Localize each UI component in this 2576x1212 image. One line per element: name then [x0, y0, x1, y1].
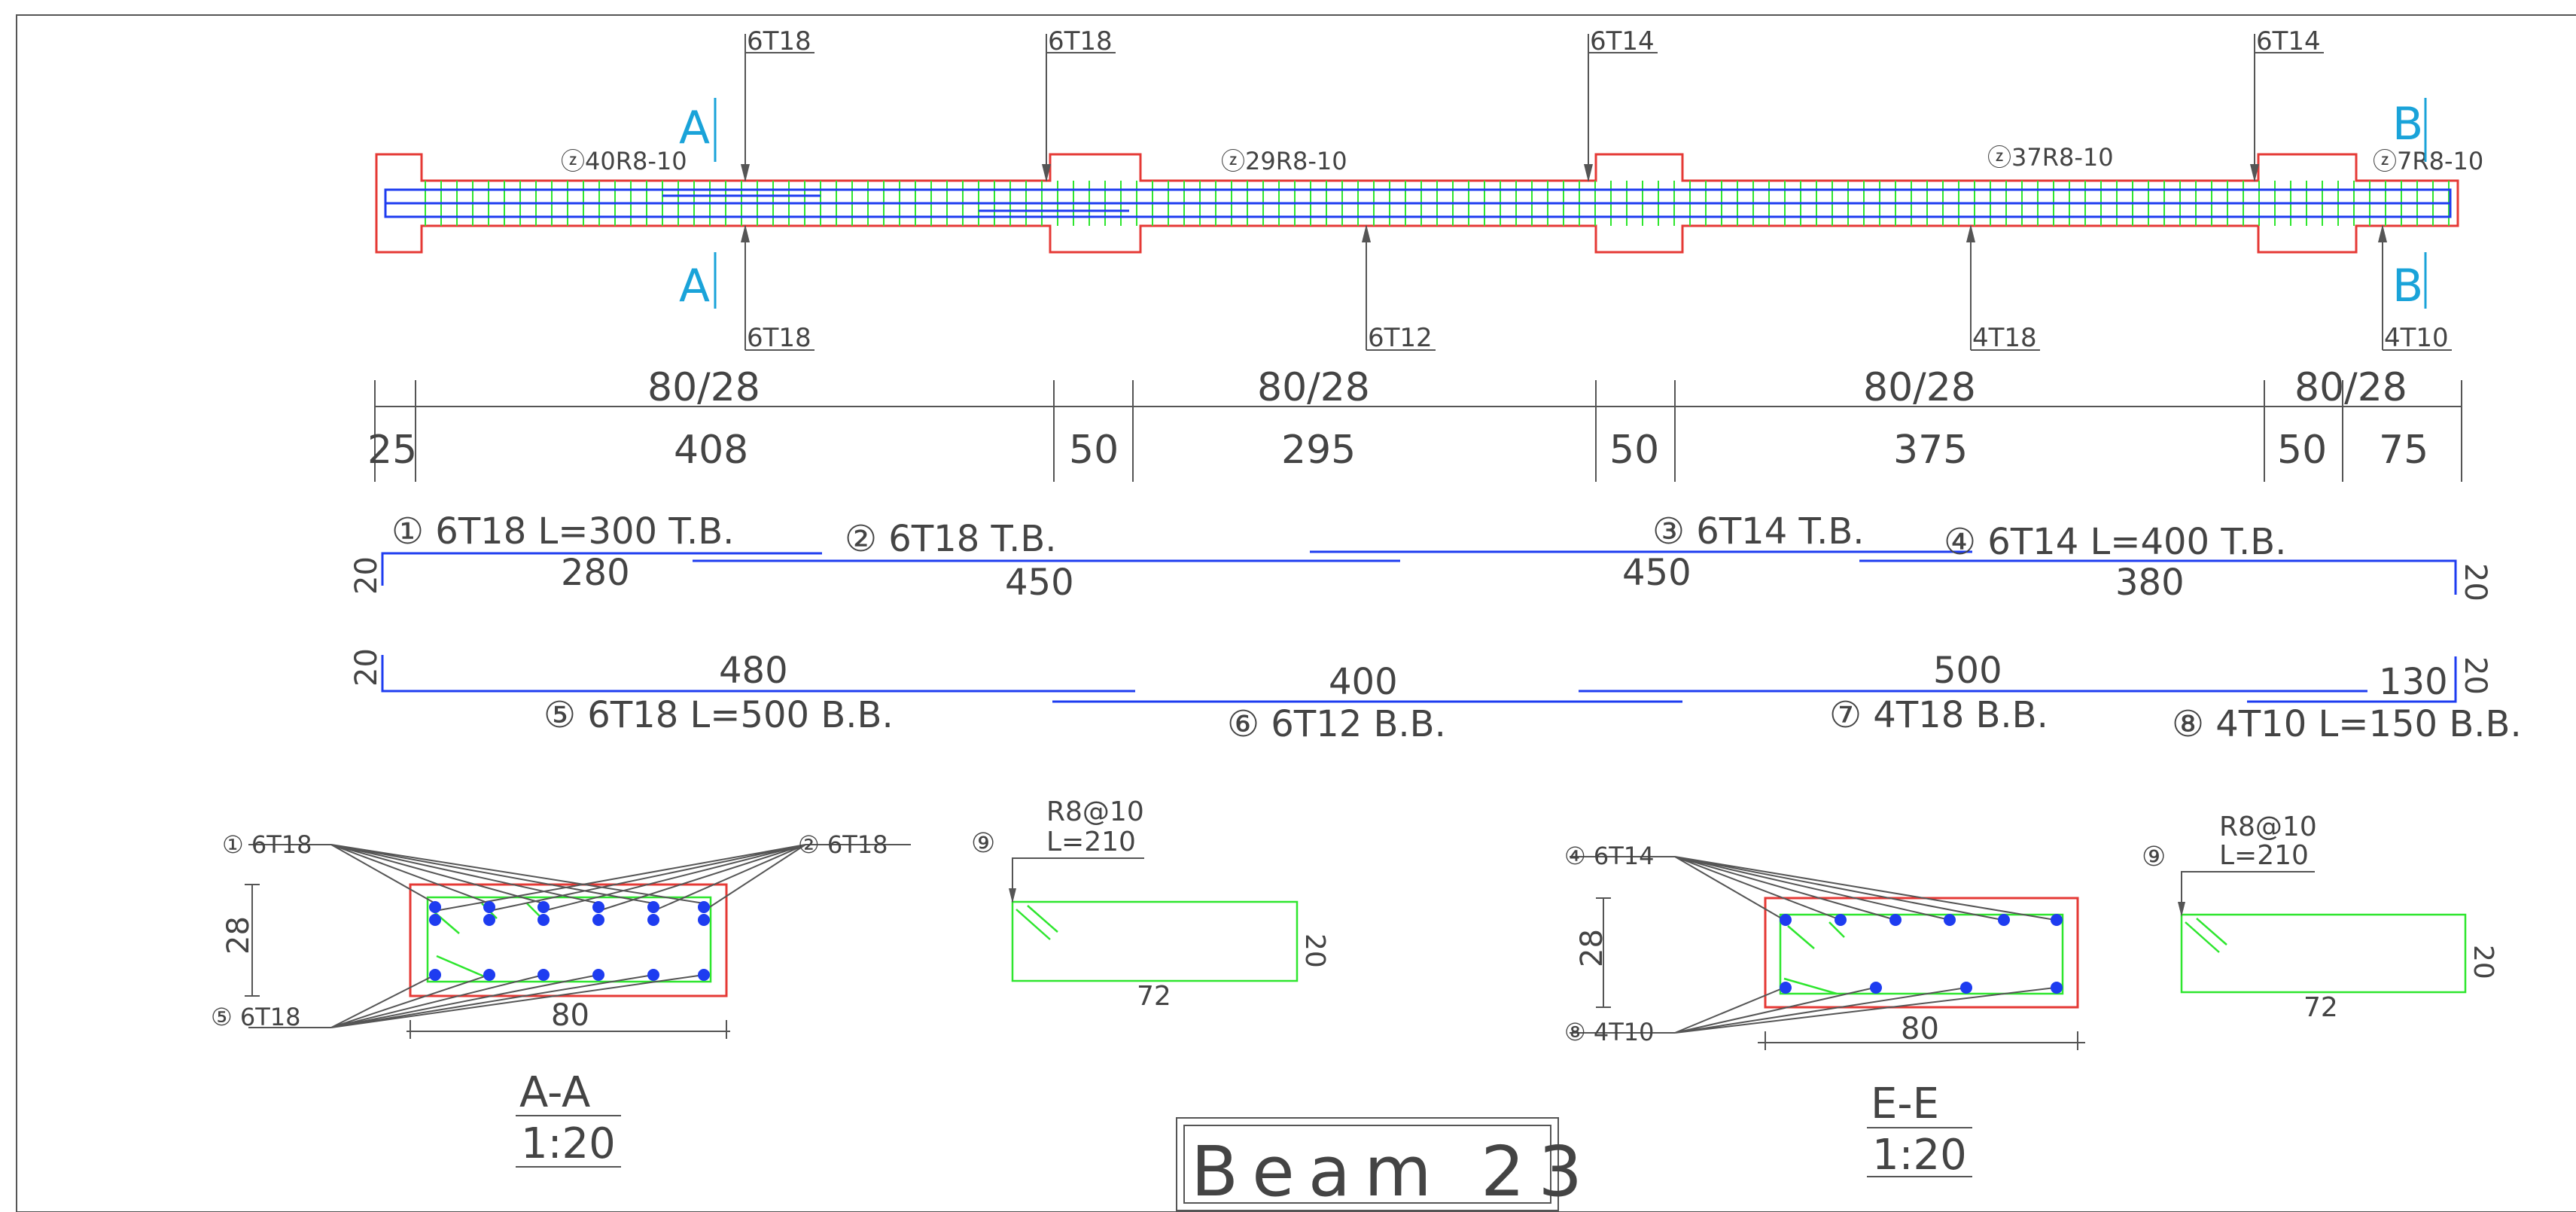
bottom-bar-label: 6T18	[747, 323, 811, 353]
title-block: Beam 23	[1176, 1117, 1596, 1212]
schedule-label: ② 6T18 T.B.	[845, 518, 1057, 560]
top-bar-label: 6T18	[747, 26, 811, 56]
segment-label: 50	[2277, 428, 2327, 473]
callout-label: ⑤ 6T18	[211, 1003, 300, 1031]
top-bar-label: 6T18	[1048, 26, 1113, 56]
section-scale: 1:20	[521, 1119, 616, 1168]
stirrup-detail-1: ⑨ R8@10 L=210 72 20	[971, 796, 1330, 1012]
bar-length: 280	[561, 552, 630, 594]
callout-label: ② 6T18	[798, 830, 888, 859]
hook-length: 20	[2458, 563, 2492, 601]
segment-label: 50	[1609, 428, 1659, 473]
span-label: 80/28	[647, 365, 760, 410]
section-width: 80	[1901, 1012, 1939, 1046]
hook-length: 20	[349, 648, 384, 687]
stirrup-label: ⓩ40R8-10	[561, 147, 687, 175]
top-bar-schedule: ① 6T18 L=300 T.B. ② 6T18 T.B. ③ 6T14 T.B…	[349, 510, 2492, 604]
schedule-label: ⑥ 6T12 B.B.	[1227, 703, 1446, 745]
top-bar-label: 6T14	[2256, 26, 2321, 56]
section-scale: 1:20	[1872, 1131, 1967, 1180]
schedule-label: ① 6T18 L=300 T.B.	[391, 510, 734, 553]
section-height: 28	[1575, 929, 1609, 967]
top-bar-label: 6T14	[1590, 26, 1655, 56]
section-mark-b: B	[2392, 98, 2423, 151]
section-title: A-A	[519, 1068, 590, 1117]
bottom-bar-label: 4T10	[2384, 323, 2449, 353]
segment-label: 75	[2379, 428, 2428, 473]
segment-label: 50	[1069, 428, 1119, 473]
stirrup-height: 20	[2468, 945, 2498, 979]
schedule-label: ⑦ 4T18 B.B.	[1829, 694, 2048, 736]
section-height: 28	[221, 916, 256, 955]
bar-length: 380	[2115, 562, 2185, 604]
span-label: 80/28	[1257, 365, 1370, 410]
segment-label: 25	[367, 428, 417, 473]
drawing-title: Beam 23	[1191, 1131, 1596, 1212]
bar-length: 130	[2379, 661, 2448, 703]
stirrup-length: L=210	[1046, 827, 1136, 857]
callout-label: ④ 6T14	[1564, 842, 1654, 870]
stirrup-callout: ⑨	[2142, 842, 2166, 872]
bar-length: 450	[1005, 562, 1074, 604]
callout-label: ① 6T18	[222, 830, 312, 859]
stirrup-width: 72	[2303, 992, 2338, 1023]
stirrup-height: 20	[1299, 933, 1330, 968]
hook-length: 20	[2458, 656, 2492, 695]
schedule-label: ⑤ 6T18 L=500 B.B.	[544, 694, 894, 736]
section-title: E-E	[1871, 1080, 1939, 1128]
schedule-label: ④ 6T14 L=400 T.B.	[1944, 521, 2286, 563]
span-label: 80/28	[1863, 365, 1976, 410]
bottom-bar-label: 4T18	[1972, 323, 2037, 353]
span-label: 80/28	[2294, 365, 2407, 410]
segment-label: 375	[1893, 428, 1968, 473]
stirrup-callout: ⑨	[971, 828, 995, 859]
stirrup-spec: R8@10	[2219, 812, 2317, 842]
bar-length: 400	[1329, 661, 1398, 703]
callout-label: ⑧ 4T10	[1564, 1018, 1654, 1046]
stirrup-width: 72	[1137, 981, 1171, 1012]
stirrup-length: L=210	[2219, 840, 2309, 871]
bar-length: 500	[1933, 650, 2002, 692]
bottom-bar-schedule: 480 400 500 130 ⑤ 6T18 L=500 B.B. ⑥ 6T12…	[349, 648, 2522, 745]
stirrup-label: ⓩ29R8-10	[1221, 147, 1347, 175]
bottom-bar-label: 6T12	[1368, 323, 1433, 353]
stirrup-label: ⓩ37R8-10	[1987, 143, 2114, 172]
section-mark-a: A	[679, 260, 710, 312]
stirrup-spec: R8@10	[1046, 796, 1144, 827]
segment-label: 408	[674, 428, 748, 473]
section-width: 80	[551, 998, 589, 1033]
section-mark-b: B	[2392, 260, 2423, 312]
bar-length: 480	[719, 650, 788, 692]
stirrup-detail-2: ⑨ R8@10 L=210 72 20	[2142, 812, 2498, 1023]
stirrup-label: ⓩ7R8-10	[2373, 147, 2483, 175]
schedule-label: ⑧ 4T10 L=150 B.B.	[2172, 703, 2522, 745]
beam-elevation: 6T18 6T18 6T14 6T14 6T18 6T12 4T18 4T10 …	[375, 26, 2483, 353]
schedule-label: ③ 6T14 T.B.	[1652, 510, 1865, 553]
section-aa: ① 6T18 ② 6T18 ⑤ 6T18 28 80 A-A 1:20	[211, 830, 911, 1168]
hook-length: 20	[349, 556, 384, 595]
section-ee: ④ 6T14 ⑧ 4T10 28 80 E-E 1:20	[1564, 842, 2085, 1180]
dimension-chain: 80/28 80/28 80/28 80/28 25 408 50 295 50…	[367, 365, 2462, 482]
drawing-frame	[16, 14, 2576, 1212]
bar-length: 450	[1622, 552, 1691, 594]
section-mark-a: A	[679, 102, 710, 154]
segment-label: 295	[1281, 428, 1356, 473]
